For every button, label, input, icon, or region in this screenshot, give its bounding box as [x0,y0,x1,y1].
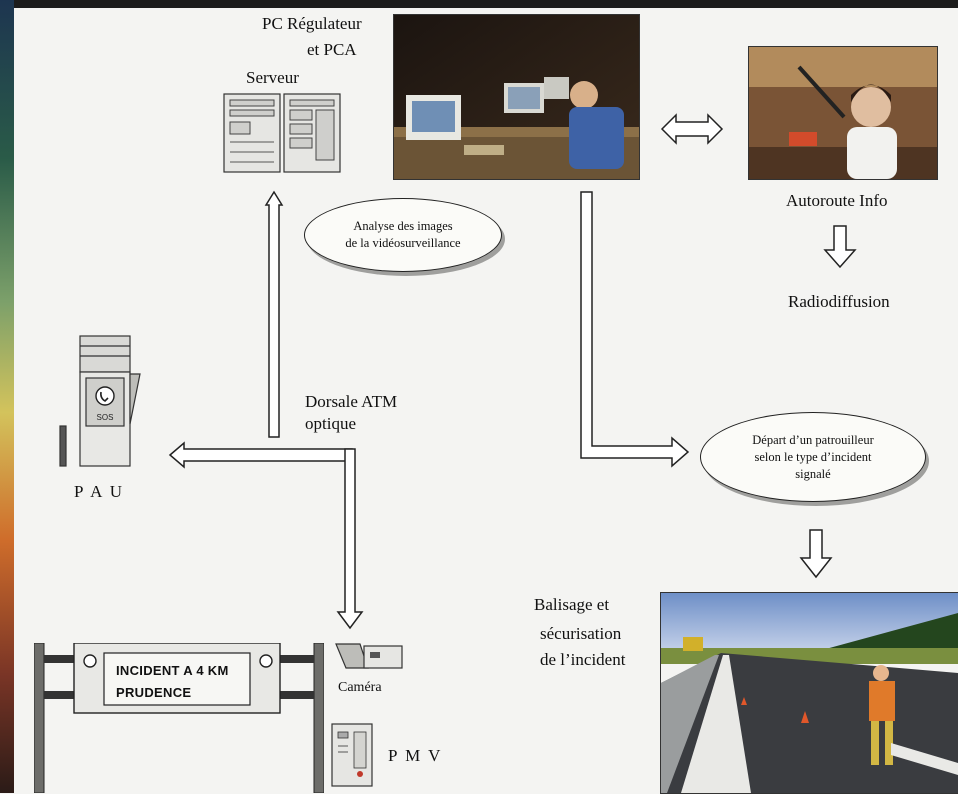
analyse-bubble-line2: de la vidéosurveillance [345,236,461,250]
radio-studio-image [749,47,937,179]
gantry-structure [34,643,324,793]
autoroute-info-photo [748,46,938,180]
autoroute-info-label: Autoroute Info [786,191,888,210]
balisage-label-line3: de l’incident [540,650,626,669]
control-room-image [394,15,639,179]
dorsale-label-line2: optique [305,414,356,433]
arrow-to-depart [580,191,690,468]
pmv-cabinet-icon [331,723,373,787]
arrow-to-server [264,190,284,438]
phone-icon [95,386,115,406]
analyse-bubble: Analyse des images de la vidéosurveillan… [304,198,502,272]
pc-regulateur-label-line2: et PCA [307,40,357,59]
server-icon [223,93,341,173]
sign-line2: PRUDENCE [116,685,192,700]
camera-label: Caméra [338,680,382,695]
arrow-to-balisage [799,529,833,579]
pmv-label: P M V [388,746,443,765]
highway-incident-image [661,593,958,793]
arrow-to-camera [336,448,364,630]
left-color-strip [0,0,14,793]
depart-bubble: Départ d’un patrouilleur selon le type d… [700,412,926,502]
arrow-pc-autoroute [660,113,724,145]
analyse-bubble-line1: Analyse des images [353,219,453,233]
sign-line1: INCIDENT A 4 KM [116,663,229,678]
pc-regulateur-label-line1: PC Régulateur [262,14,362,33]
gantry-sign: INCIDENT A 4 KM PRUDENCE [34,643,324,793]
pau-emergency-phone-icon: SOS [59,335,141,467]
arrow-to-radiodiffusion [823,225,857,269]
camera-icon [335,643,403,669]
balisage-photo [660,592,958,794]
dorsale-label-line1: Dorsale ATM [305,392,398,411]
depart-bubble-line2: selon le type d’incident [754,449,872,464]
arrow-to-pau [168,441,353,469]
top-border [0,0,958,8]
depart-bubble-line3: signalé [795,466,831,481]
depart-bubble-line1: Départ d’un patrouilleur [752,432,874,447]
balisage-label-line1: Balisage et [534,595,610,614]
radiodiffusion-label: Radiodiffusion [788,292,890,311]
pau-label: P A U [74,482,125,501]
balisage-label-line2: sécurisation [540,624,622,643]
sos-text: SOS [97,413,114,422]
pc-regulateur-photo [393,14,640,180]
serveur-label: Serveur [246,68,299,87]
